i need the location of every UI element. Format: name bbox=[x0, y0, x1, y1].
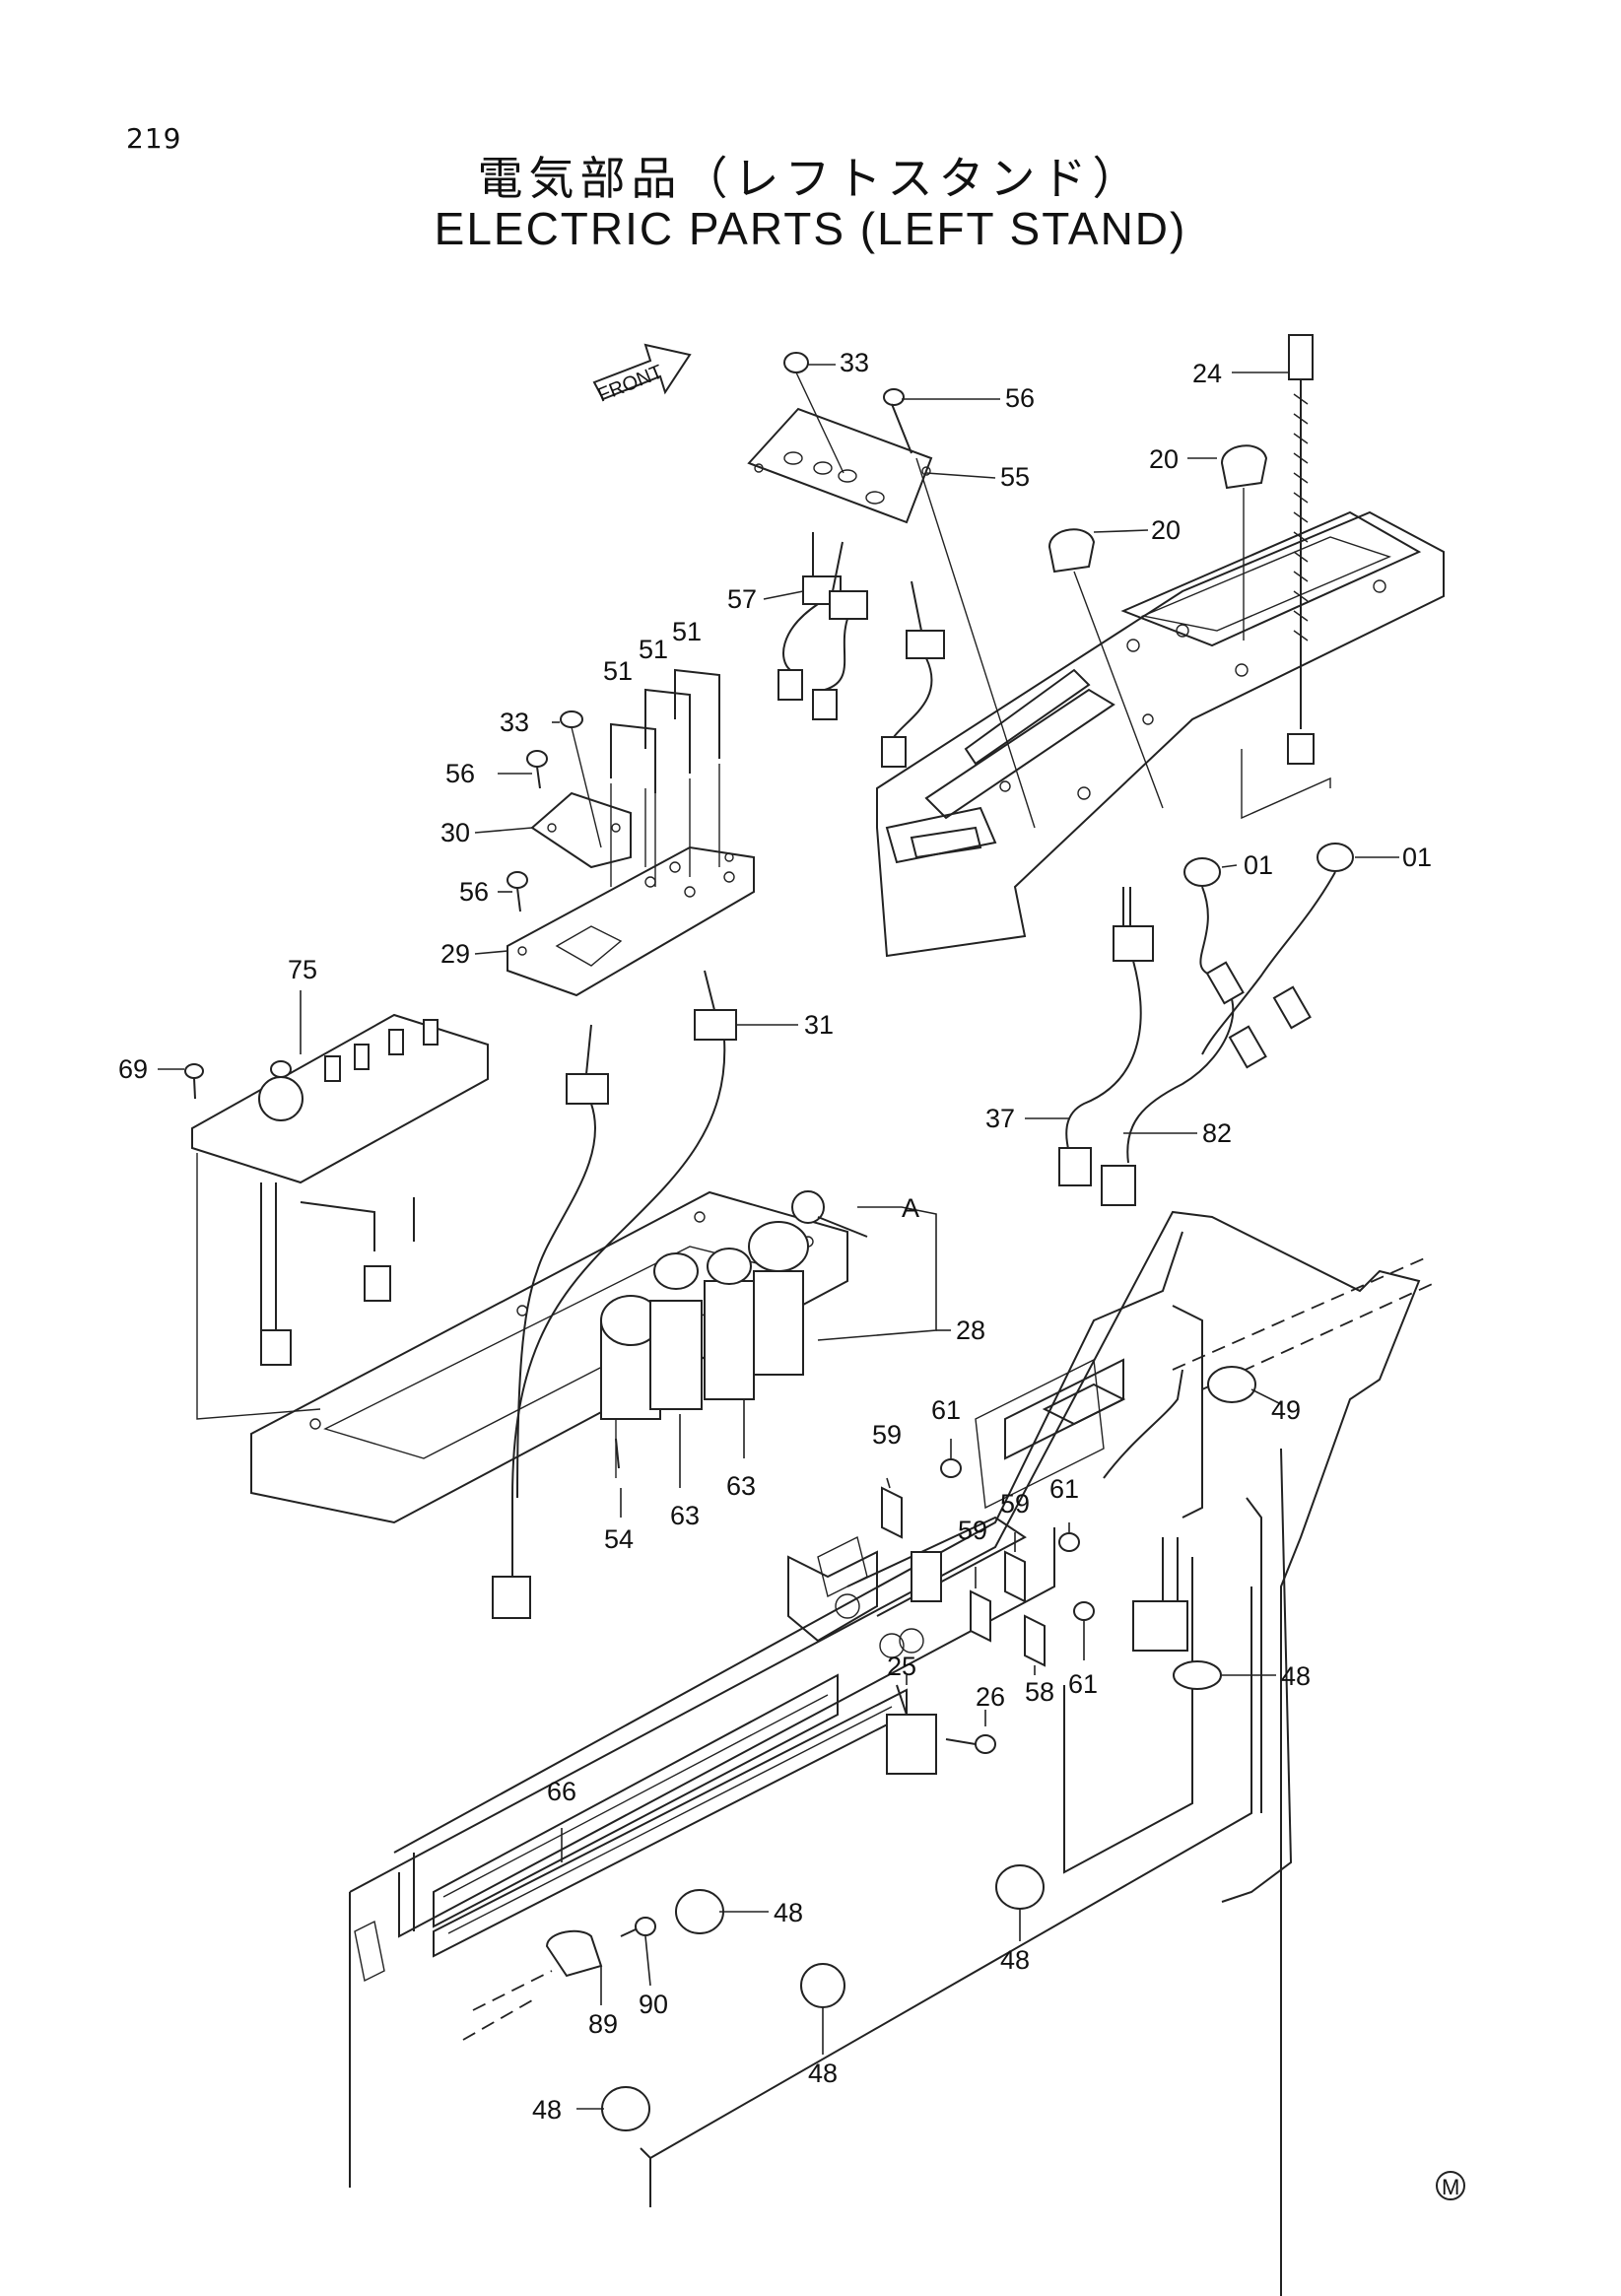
callout-59: 59 bbox=[872, 1420, 902, 1450]
callout-61: 61 bbox=[1068, 1669, 1098, 1699]
part-75-panel bbox=[191, 1013, 489, 1420]
callout-A: A bbox=[902, 1193, 919, 1223]
callout-20: 20 bbox=[1149, 444, 1179, 474]
callout-61: 61 bbox=[1049, 1474, 1079, 1504]
callout-48: 48 bbox=[774, 1898, 803, 1927]
title-japanese: 電気部品（レフトスタンド） bbox=[477, 152, 1144, 205]
callout-31: 31 bbox=[804, 1010, 834, 1040]
part-56-screw-top bbox=[883, 388, 1036, 829]
part-29-plate bbox=[507, 845, 755, 997]
callout-26: 26 bbox=[976, 1682, 1005, 1712]
part-55-plate bbox=[747, 407, 933, 524]
callout-63: 63 bbox=[670, 1501, 700, 1530]
callout-61: 61 bbox=[931, 1395, 961, 1425]
callout-01: 01 bbox=[1402, 843, 1432, 872]
upper-stand-frame bbox=[876, 510, 1445, 958]
part-54-stem bbox=[615, 1438, 620, 1469]
callout-89: 89 bbox=[588, 2009, 618, 2039]
part-20-caps bbox=[1047, 444, 1268, 809]
leader-lines bbox=[158, 364, 1399, 2110]
callout-28: 28 bbox=[956, 1316, 985, 1345]
callout-75: 75 bbox=[288, 955, 317, 984]
part-69-screw bbox=[184, 1063, 204, 1100]
callout-24: 24 bbox=[1192, 359, 1222, 388]
callout-82: 82 bbox=[1202, 1118, 1232, 1148]
callout-57: 57 bbox=[727, 584, 757, 614]
callout-51: 51 bbox=[639, 635, 668, 664]
part-66-strip bbox=[433, 1688, 908, 1958]
part-28-switch-assembly bbox=[600, 1190, 868, 1478]
callout-69: 69 bbox=[118, 1054, 148, 1084]
callout-48: 48 bbox=[1281, 1661, 1311, 1691]
callout-33: 33 bbox=[500, 708, 529, 737]
callout-59: 59 bbox=[1000, 1489, 1030, 1519]
part-31-switches bbox=[492, 970, 737, 1619]
brackets-59-58 bbox=[881, 1458, 1095, 1667]
callout-48: 48 bbox=[1000, 1945, 1030, 1975]
callout-25: 25 bbox=[887, 1652, 916, 1681]
main-lower-frame bbox=[349, 1210, 1440, 2296]
part-56-screws-mid bbox=[507, 750, 548, 912]
mark-m-label: M bbox=[1442, 2175, 1459, 2199]
callout-63: 63 bbox=[726, 1471, 756, 1501]
callout-58: 58 bbox=[1025, 1677, 1054, 1707]
callout-66: 66 bbox=[547, 1777, 576, 1806]
callout-33: 33 bbox=[840, 348, 869, 377]
parts-89-90 bbox=[545, 1917, 656, 1978]
part-01-switches-harness bbox=[1058, 843, 1354, 1206]
callout-37: 37 bbox=[985, 1104, 1015, 1133]
callout-labels: 24 33 56 55 20 20 57 51 51 51 33 56 30 5… bbox=[118, 348, 1432, 2125]
part-25-relay bbox=[886, 1684, 937, 1775]
part-33-plug-top bbox=[783, 352, 844, 474]
front-arrow: FRONT bbox=[592, 343, 692, 407]
callout-29: 29 bbox=[440, 939, 470, 969]
callout-51: 51 bbox=[672, 617, 702, 646]
callout-30: 30 bbox=[440, 818, 470, 847]
clamps-48-49 bbox=[601, 1366, 1256, 2131]
callout-48: 48 bbox=[808, 2059, 838, 2088]
page-number: 219 bbox=[126, 122, 182, 155]
mark-m: M bbox=[1436, 2171, 1465, 2200]
callout-59: 59 bbox=[958, 1516, 987, 1545]
callout-54: 54 bbox=[604, 1524, 634, 1554]
callout-90: 90 bbox=[639, 1990, 668, 2019]
callout-48: 48 bbox=[532, 2095, 562, 2125]
callout-49: 49 bbox=[1271, 1395, 1301, 1425]
part-33-plug-mid bbox=[560, 710, 602, 848]
part-30-cover bbox=[530, 791, 632, 869]
part-24-sensor bbox=[1241, 334, 1331, 820]
title-english: ELECTRIC PARTS (LEFT STAND) bbox=[434, 203, 1187, 254]
part-26-screw bbox=[945, 1734, 996, 1754]
callout-56: 56 bbox=[1005, 383, 1035, 413]
callout-20: 20 bbox=[1151, 515, 1181, 545]
callout-51: 51 bbox=[603, 656, 633, 686]
part-51-pipes bbox=[610, 668, 720, 887]
callout-55: 55 bbox=[1000, 462, 1030, 492]
callout-56: 56 bbox=[459, 877, 489, 907]
callout-56: 56 bbox=[445, 759, 475, 788]
part-57-switches bbox=[777, 532, 945, 768]
callout-01: 01 bbox=[1244, 850, 1273, 880]
